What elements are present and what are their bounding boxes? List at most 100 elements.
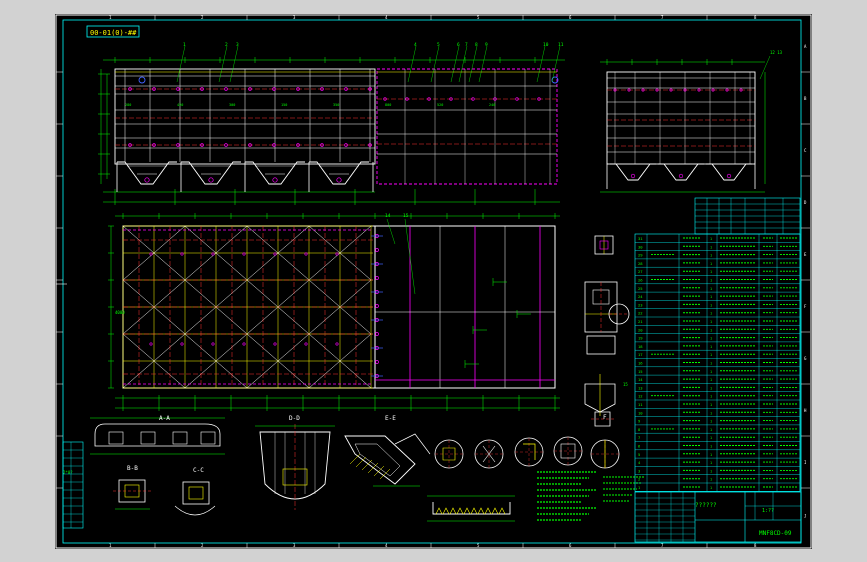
dim-text: 1 — [710, 469, 712, 473]
circle — [296, 87, 300, 91]
circle — [683, 88, 687, 92]
dim-text: 280 — [125, 103, 131, 107]
circle — [449, 97, 453, 101]
circle — [152, 87, 156, 91]
path — [309, 161, 369, 185]
circle — [272, 87, 276, 91]
zone-number-top: 2 — [201, 15, 204, 20]
line — [458, 45, 468, 83]
path — [354, 443, 401, 477]
rect — [606, 71, 756, 165]
path — [117, 161, 177, 185]
dim-text: 1 — [710, 320, 712, 324]
circle — [180, 342, 184, 346]
dim-text: 1 — [710, 461, 712, 465]
callout-number: 2 — [225, 42, 228, 48]
rect — [586, 335, 616, 355]
line — [386, 218, 396, 245]
rect — [182, 481, 210, 505]
title-block-code: MNF8CD-09 — [759, 530, 792, 537]
dim-text: 14 — [385, 213, 391, 219]
circle — [551, 76, 559, 84]
path — [658, 163, 704, 181]
dim-text: 240 — [489, 103, 495, 107]
dim-text: 520 — [437, 103, 443, 107]
dim-text: 13 — [638, 385, 643, 390]
circle — [655, 88, 659, 92]
dim-text: 1 — [710, 362, 712, 366]
path — [122, 225, 186, 281]
circle — [273, 342, 277, 346]
rect — [55, 14, 812, 549]
dim-text: 3 — [638, 468, 640, 473]
circle — [725, 88, 729, 92]
circle — [200, 143, 204, 147]
dim-text: 1 — [710, 270, 712, 274]
line — [468, 45, 478, 83]
line — [551, 45, 561, 83]
callout-number: 10 — [543, 42, 549, 48]
circle — [272, 143, 276, 147]
dim-text: 1 — [710, 411, 712, 415]
dim-text: 24 — [638, 294, 643, 299]
dim-text: 1 — [710, 345, 712, 349]
circle — [678, 173, 684, 179]
circle — [697, 88, 701, 92]
circle — [304, 342, 308, 346]
zone-number-bottom: 4 — [385, 543, 388, 548]
section-label-bb: B-B — [127, 465, 138, 472]
path — [184, 333, 248, 389]
circle — [514, 437, 544, 467]
line — [229, 45, 239, 83]
path — [181, 161, 241, 185]
circle — [180, 252, 184, 256]
dim-text: 18 — [638, 344, 643, 349]
dim-text: 12 — [638, 394, 643, 399]
circle — [368, 143, 372, 147]
dim-text: 1 — [710, 428, 712, 432]
line — [361, 459, 373, 471]
path — [610, 163, 656, 181]
dim-text: 1 — [710, 403, 712, 407]
dim-text: 6 — [638, 444, 641, 449]
path — [184, 225, 248, 281]
rect — [560, 443, 576, 459]
dim-text: 1 — [710, 486, 712, 490]
line — [407, 45, 417, 83]
circle — [211, 342, 215, 346]
zone-letter-right: E — [804, 252, 807, 257]
parts-label: 2*0? — [63, 470, 73, 475]
zone-letter-right: A — [804, 44, 807, 49]
callout-number: 5 — [437, 42, 440, 48]
dim-text: 150 — [281, 103, 287, 107]
dim-text: 22 — [638, 311, 643, 316]
path — [308, 333, 372, 389]
circle — [224, 87, 228, 91]
detail-views-middle: 15 — [584, 235, 630, 416]
circle — [427, 97, 431, 101]
callout-number: 4 — [414, 42, 417, 48]
path — [463, 507, 471, 515]
path — [122, 333, 186, 389]
dim-text: 17 — [638, 352, 643, 357]
dim-text: 1 — [638, 485, 641, 490]
rect — [108, 431, 124, 445]
zone-letter-right: I — [804, 460, 807, 465]
path — [491, 507, 499, 515]
dim-text: 15 — [623, 382, 628, 387]
circle — [224, 143, 228, 147]
dim-text: 20 — [638, 327, 643, 332]
circle — [128, 87, 132, 91]
dim-text: 420 — [177, 103, 183, 107]
dim-text: 1 — [710, 370, 712, 374]
path — [482, 445, 496, 463]
dim-text: 1 — [710, 287, 712, 291]
dim-text: 5 — [638, 452, 640, 457]
circle — [152, 143, 156, 147]
zone-number-top: 6 — [569, 15, 572, 20]
side-elevation-view: 12 13 — [600, 50, 783, 193]
rect — [124, 484, 140, 498]
dim-text: 1 — [710, 237, 712, 241]
